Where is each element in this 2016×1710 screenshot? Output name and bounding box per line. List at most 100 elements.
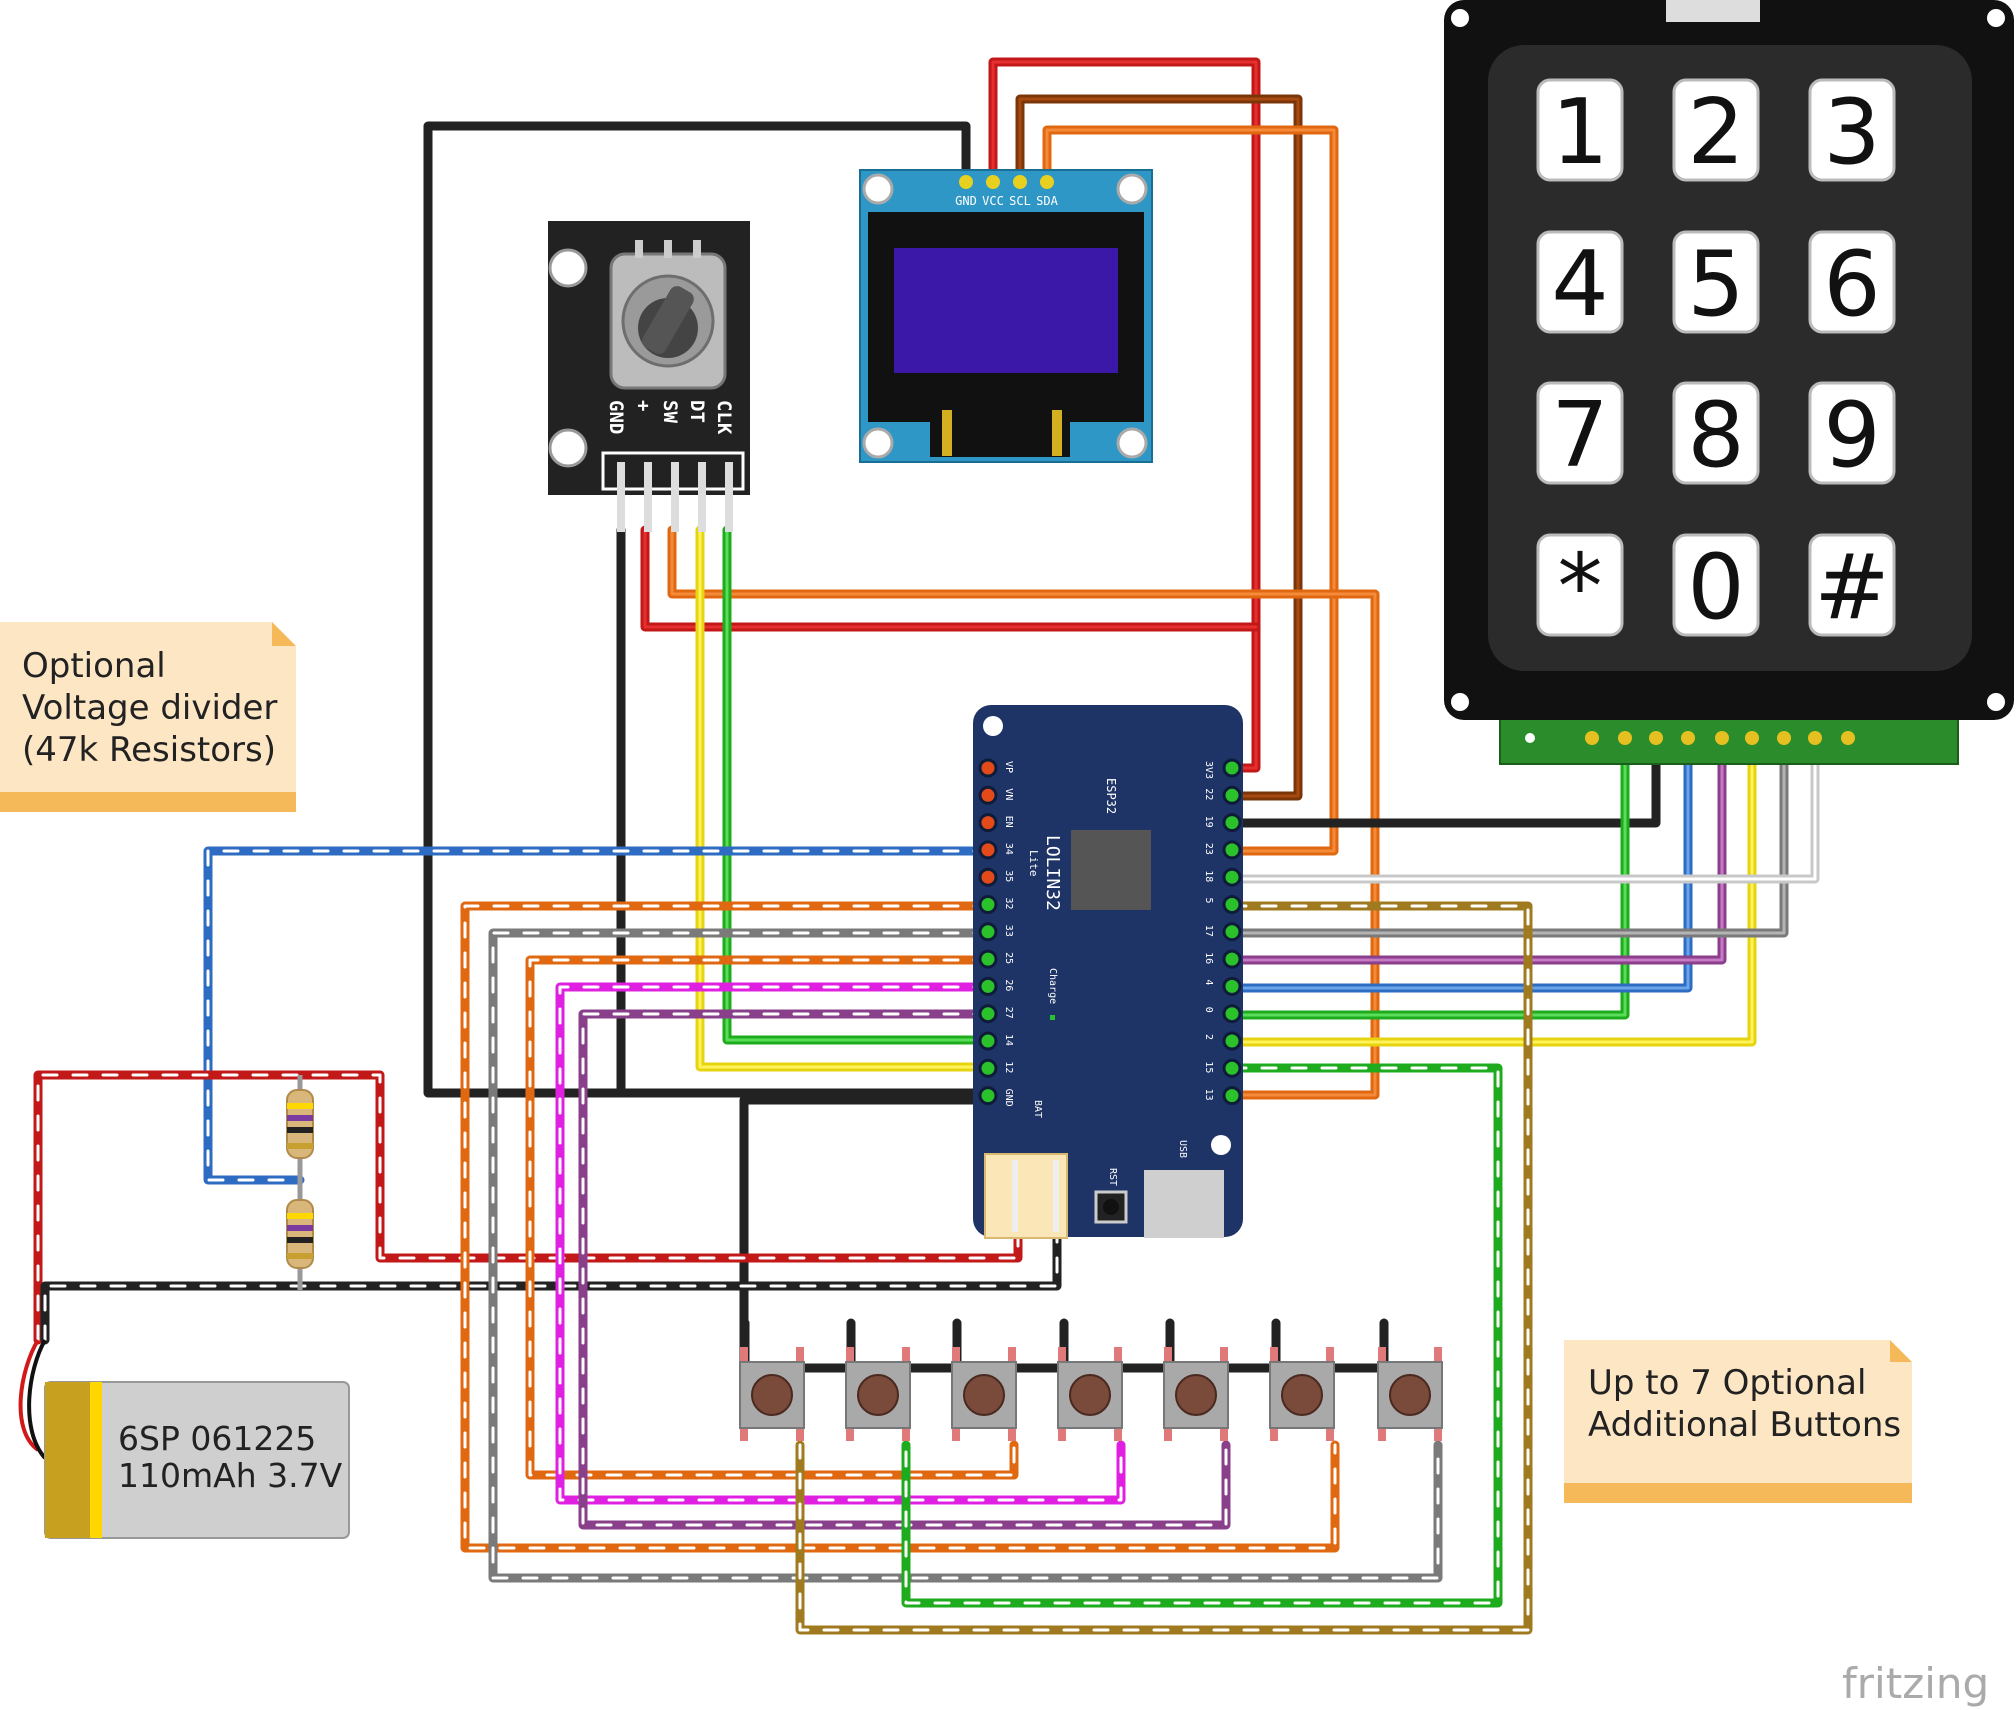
button-cap-icon[interactable]	[1175, 1374, 1217, 1416]
oled-screen	[894, 248, 1118, 373]
keypad-key-label: 2	[1687, 80, 1744, 185]
esp32-pin-right-label: 13	[1203, 1089, 1214, 1101]
board-sub: Lite	[1027, 850, 1040, 877]
esp32-pin-right	[1222, 922, 1242, 942]
button-cap-icon[interactable]	[1069, 1374, 1111, 1416]
encoder-pin-plus: +	[632, 400, 654, 411]
mount-hole-icon	[862, 173, 894, 205]
wires-solid	[423, 57, 1820, 1373]
note-line-1: Optional	[22, 646, 166, 686]
mount-hole-icon	[862, 427, 894, 459]
keypad-key-label: 9	[1823, 383, 1880, 488]
note-voltage-divider: Optional Voltage divider (47k Resistors)	[0, 622, 296, 812]
usb-port[interactable]	[1144, 1170, 1224, 1238]
push-buttons	[739, 1347, 1443, 1441]
keypad-key[interactable]: 7	[1536, 381, 1624, 488]
esp32-pin-left-label: 25	[1003, 952, 1014, 964]
push-button[interactable]	[1057, 1347, 1123, 1441]
esp32-pin-right	[1222, 1031, 1242, 1051]
encoder-pin-sw: SW	[659, 400, 681, 423]
keypad-key[interactable]: 0	[1672, 533, 1760, 640]
esp32-pin-left	[978, 1004, 998, 1024]
esp32-pin-right	[1222, 867, 1242, 887]
push-button[interactable]	[845, 1347, 911, 1441]
push-button[interactable]	[1163, 1347, 1229, 1441]
mount-hole-icon	[1116, 173, 1148, 205]
esp32-pin-left	[978, 922, 998, 942]
keypad-key[interactable]: 6	[1808, 230, 1896, 337]
esp32-pin-right	[1222, 785, 1242, 805]
battery-label-2: 110mAh 3.7V	[118, 1456, 343, 1495]
mount-hole-icon	[548, 428, 588, 468]
esp32-pin-left-label: 35	[1003, 870, 1014, 882]
esp32-pin-right-label: 0	[1203, 1007, 1214, 1013]
esp32-pin-right-label: 22	[1203, 788, 1214, 800]
esp32-pin-left-label: GND	[1003, 1089, 1014, 1107]
esp32-pin-right	[1222, 1004, 1242, 1024]
wires-dashed	[33, 846, 1533, 1635]
esp32-pin-left-label: VP	[1003, 761, 1014, 773]
oled-pin-gnd: GND	[955, 194, 977, 208]
keypad-key-label: 3	[1823, 80, 1880, 185]
keypad-key[interactable]: 9	[1808, 381, 1896, 488]
push-button[interactable]	[1377, 1347, 1443, 1441]
note-line-3: (47k Resistors)	[22, 730, 276, 770]
keypad-key-label: 8	[1687, 383, 1744, 488]
esp32-pin-left	[978, 895, 998, 914]
keypad-key[interactable]: 3	[1808, 78, 1896, 185]
oled-pin-sda: SDA	[1036, 194, 1058, 208]
esp32-pin-left-label: 14	[1003, 1034, 1014, 1046]
keypad-key[interactable]: 4	[1536, 230, 1624, 337]
keypad-key-label: 0	[1687, 535, 1744, 640]
esp32-pin-left-label: 12	[1003, 1061, 1014, 1073]
esp32-pin-left	[978, 1086, 998, 1106]
keypad-key[interactable]: 8	[1672, 381, 1760, 488]
rotary-encoder: CLK DT SW + GND	[548, 221, 750, 532]
esp32-pin-left-label: 26	[1003, 979, 1014, 991]
button-cap-icon[interactable]	[857, 1374, 899, 1416]
keypad-key-label: #	[1814, 535, 1889, 640]
wire-kp-yellow	[1227, 735, 1757, 1047]
esp32-pin-left	[978, 758, 998, 778]
esp32-board: ESP32 LOLIN32 Lite Charge BAT USB RST VP…	[973, 705, 1243, 1239]
button-cap-icon[interactable]	[963, 1374, 1005, 1416]
esp32-pin-right-label: 5	[1203, 898, 1214, 904]
button-cap-icon[interactable]	[1281, 1374, 1323, 1416]
wire-oled-gnd	[423, 121, 993, 1098]
keypad-key[interactable]: #	[1808, 533, 1896, 640]
esp32-pin-left-label: VN	[1003, 788, 1014, 800]
keypad-key-label: *	[1558, 535, 1603, 640]
keypad-key-label: 7	[1551, 383, 1608, 488]
keypad-key[interactable]: 2	[1672, 78, 1760, 185]
push-button[interactable]	[739, 1347, 805, 1441]
wire-enc-vcc	[640, 525, 1261, 632]
wire-bat-black	[40, 1223, 1062, 1345]
charge-label: Charge	[1047, 968, 1058, 1004]
encoder-pin-clk: CLK	[713, 400, 735, 435]
note-line-2: Voltage divider	[22, 688, 277, 728]
esp32-pin-left	[978, 813, 998, 833]
esp32-pin-right-label: 2	[1203, 1034, 1214, 1040]
push-button[interactable]	[951, 1347, 1017, 1441]
push-button[interactable]	[1269, 1347, 1335, 1441]
keypad-key[interactable]: 1	[1536, 78, 1624, 185]
esp32-pin-left	[978, 1031, 998, 1051]
esp32-pin-right	[1222, 949, 1242, 969]
esp32-pin-left-label: EN	[1003, 816, 1014, 828]
keypad-key-label: 4	[1551, 232, 1608, 337]
esp32-pin-left-label: 33	[1003, 925, 1014, 937]
button-cap-icon[interactable]	[751, 1374, 793, 1416]
esp32-pin-right-label: 15	[1203, 1061, 1214, 1073]
esp32-pin-right	[1222, 813, 1242, 833]
esp32-pin-left	[978, 840, 998, 860]
keypad-key[interactable]: 5	[1672, 230, 1760, 337]
esp32-pin-right-label: 3V3	[1203, 761, 1214, 779]
keypad-key[interactable]: *	[1536, 533, 1624, 640]
esp32-pin-right-label: 17	[1203, 925, 1214, 937]
esp32-pin-right-label: 19	[1203, 816, 1214, 828]
esp32-pin-left-label: 34	[1003, 843, 1014, 855]
button-cap-icon[interactable]	[1389, 1374, 1431, 1416]
oled-pin-scl: SCL	[1009, 194, 1031, 208]
esp32-pin-left-label: 27	[1003, 1007, 1014, 1019]
